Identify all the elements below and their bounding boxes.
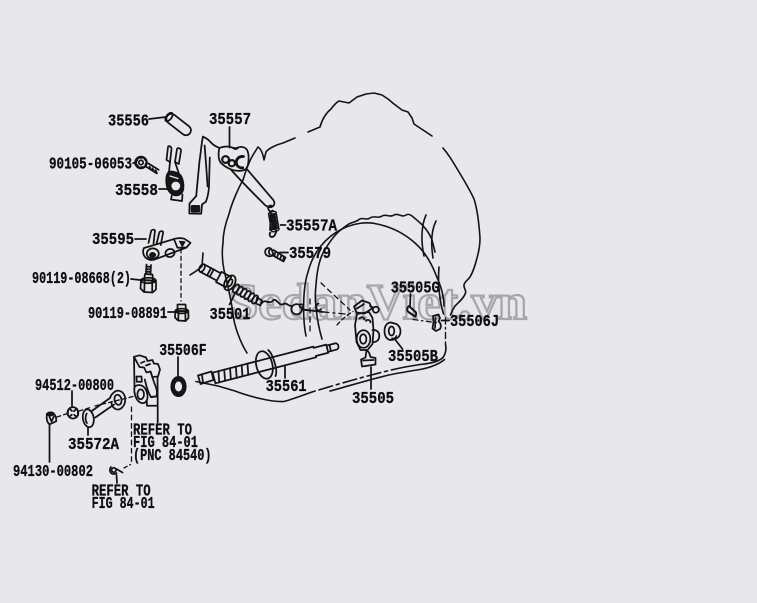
svg-text:35505G: 35505G <box>391 280 440 299</box>
svg-text:REFER TO: REFER TO <box>133 422 192 441</box>
svg-text:35561: 35561 <box>266 378 307 397</box>
svg-text:35505B: 35505B <box>388 348 438 367</box>
svg-text:35505: 35505 <box>352 390 394 409</box>
svg-text:FIG 84-01: FIG 84-01 <box>92 495 155 514</box>
svg-text:90119-08668(2): 90119-08668(2) <box>32 270 131 289</box>
svg-text:35558: 35558 <box>115 182 158 201</box>
svg-text:35557A: 35557A <box>286 218 338 237</box>
svg-text:35506J: 35506J <box>450 313 499 332</box>
svg-text:35506F: 35506F <box>159 342 207 361</box>
svg-text:35572A: 35572A <box>68 436 120 455</box>
svg-text:FIG 84-01: FIG 84-01 <box>133 434 198 453</box>
svg-text:90119-08891: 90119-08891 <box>88 305 167 324</box>
svg-text:REFER TO: REFER TO <box>92 483 151 502</box>
svg-text:94512-00800: 94512-00800 <box>35 377 114 396</box>
svg-text:(PNC 84540): (PNC 84540) <box>133 447 212 466</box>
svg-text:35595: 35595 <box>92 231 134 250</box>
svg-text:35556: 35556 <box>108 113 149 132</box>
svg-text:35579: 35579 <box>289 245 331 264</box>
svg-text:90105-06053: 90105-06053 <box>49 155 132 174</box>
svg-text:35501: 35501 <box>210 306 251 325</box>
svg-text:35557: 35557 <box>209 111 251 130</box>
svg-text:94130-00802: 94130-00802 <box>13 463 93 482</box>
